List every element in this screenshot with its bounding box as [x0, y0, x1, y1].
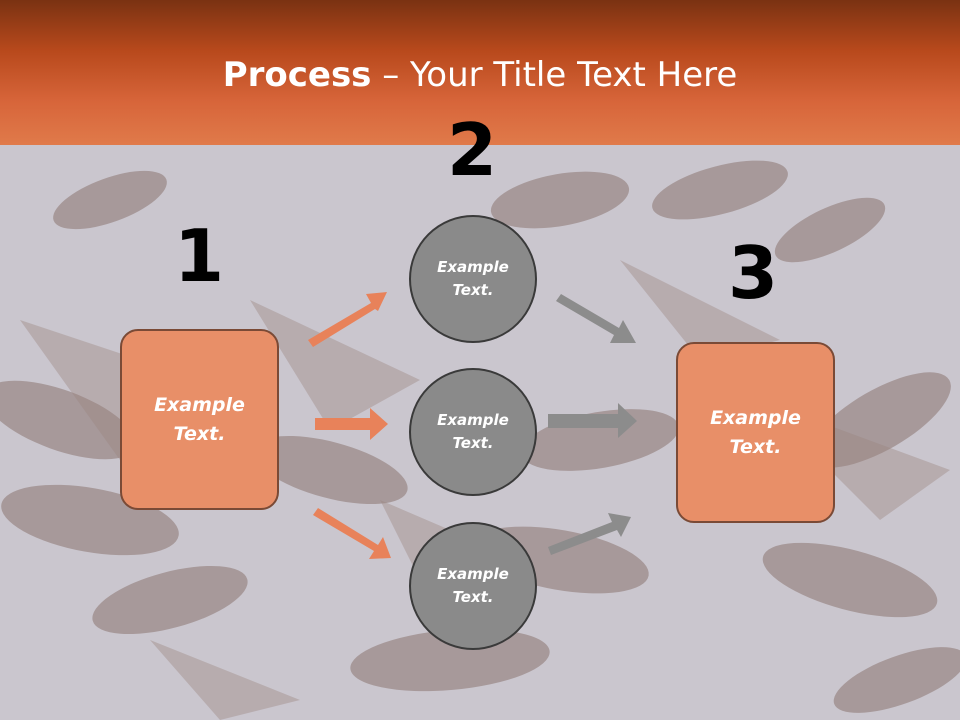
arrow-left-to-bottom	[313, 508, 391, 559]
circle-bottom-line2: Text.	[452, 588, 494, 606]
step-number-2: 2	[446, 108, 498, 192]
right-box-line1: Example	[710, 406, 801, 429]
arrow-middle-to-right	[548, 403, 637, 438]
step-number-3: 3	[727, 231, 779, 315]
arrow-bottom-to-right	[548, 513, 631, 555]
orange-arrows	[308, 292, 391, 559]
left-box-line1: Example	[154, 393, 245, 416]
title-rest-text: – Your Title Text Here	[371, 55, 738, 95]
circle-top-line1: Example	[437, 258, 509, 276]
circle-bottom-line1: Example	[437, 565, 509, 583]
slide-title: Process – Your Title Text Here	[0, 55, 960, 95]
arrow-left-to-middle	[315, 408, 388, 440]
title-banner	[0, 0, 960, 145]
arrow-top-to-right	[556, 294, 636, 343]
circle-middle-line2: Text.	[452, 434, 494, 452]
grey-arrows	[548, 294, 637, 555]
circle-middle-line1: Example	[437, 411, 509, 429]
circle-top-line2: Text.	[452, 281, 494, 299]
arrow-left-to-top	[308, 292, 387, 347]
title-bold-text: Process	[222, 55, 372, 95]
step-number-1: 1	[173, 214, 225, 298]
left-box-line2: Text.	[173, 422, 226, 445]
right-box-line2: Text.	[729, 435, 782, 458]
